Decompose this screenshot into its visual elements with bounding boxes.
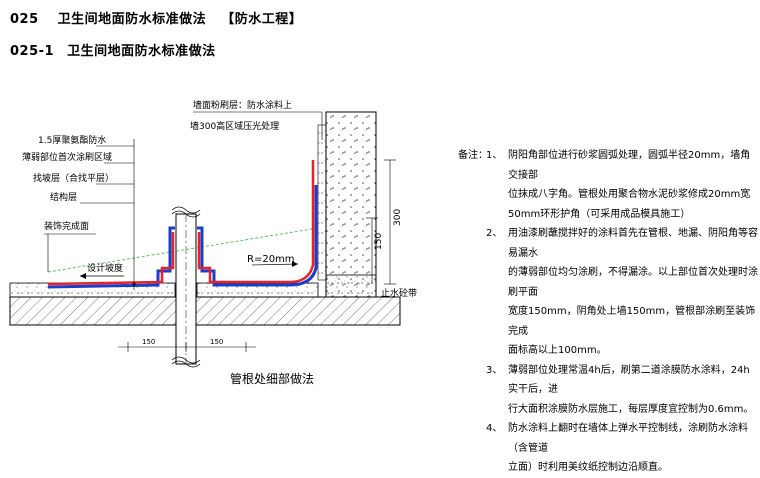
note-item: 2、用油漆刷蘸搅拌好的涂料首先在管根、地漏、阴阳角等容易漏水的薄弱部位均匀涂刷，… (458, 224, 758, 361)
notes-lead: 备注： (458, 150, 488, 161)
note-line: 面标高以上100mm。 (508, 345, 607, 356)
design-slope-label: 设计坡度 (87, 262, 123, 274)
note-number: 4、 (486, 423, 503, 434)
finish-slope-line (47, 227, 319, 273)
dim-150-b-label: 150 (210, 338, 223, 346)
wall (325, 111, 377, 298)
section-title-text: 卫生间地面防水标准做法 (67, 44, 216, 59)
note-number: 1、 (486, 150, 503, 161)
waterproof-membrane (47, 232, 175, 286)
note-line: 的薄弱部位均匀涂刷，不得漏涂。以上部位首次处理时涂刷平面 (508, 267, 758, 298)
note-line: 防水涂料上翻时在墙体上弹水平控制线，涂刷防水涂料（含管道 (508, 423, 748, 454)
page-title-text: 卫生间地面防水标准做法 (57, 12, 207, 27)
note-number: 2、 (486, 228, 503, 239)
diagram-caption: 管根处细部做法 (230, 371, 314, 386)
dim-150-a-label: 150 (142, 338, 155, 346)
structure-label: 结构层 (50, 191, 77, 203)
dim-300-label: 300 (393, 209, 403, 226)
notes-block: 备注：1、阴阳角部位进行砂浆圆弧处理，圆弧半径20mm，墙角交接部位抹成八字角。… (458, 146, 758, 478)
structure-slab (9, 296, 401, 326)
note-line: 行大面积涂膜防水层施工，每层厚度宜控制为0.6mm。 (508, 403, 754, 415)
section-code: 025-1 (10, 44, 55, 59)
wall-plaster (317, 124, 327, 281)
section-title: 025-1 卫生间地面防水标准做法 (10, 40, 216, 59)
note-item: 3、薄弱部位处理常温4h后，刷第二道涂膜防水涂料，24h实干后，进行大面积涂膜防… (458, 361, 758, 420)
note-line: 宽度150mm，阴角处上墙150mm，管根部涂刷至装饰完成 (508, 306, 756, 337)
leveling-label: 找坡层（合找平层） (33, 172, 114, 184)
page-title-tag: 【防水工程】 (221, 12, 303, 27)
dim-150-vertical-label: 150 (374, 233, 384, 250)
note-item: 4、防水涂料上翻时在墙体上弹水平控制线，涂刷防水涂料（含管道立面）时利用美纹纸控… (458, 419, 758, 478)
page-title-code: 025 (10, 12, 39, 27)
note-item: 备注：1、阴阳角部位进行砂浆圆弧处理，圆弧半径20mm，墙角交接部位抹成八字角。… (458, 146, 758, 224)
page-title: 025 卫生间地面防水标准做法 【防水工程】 (10, 8, 302, 27)
note-line: 50mm环形护角（可采用成品模具施工） (508, 208, 691, 220)
note-line: 阴阳角部位进行砂浆圆弧处理，圆弧半径20mm，墙角交接部 (508, 150, 751, 181)
wall-coat-label-2: 墙300高区域压光处理 (190, 120, 279, 132)
note-line: 位抹成八字角。管根处用聚合物水泥砂浆修成20mm宽 (508, 189, 751, 200)
polymer-membrane-label: 1.5厚聚氨酯防水 (38, 134, 106, 146)
wall-coat-label-1: 墙面粉刷层：防水涂料上 (193, 99, 292, 111)
note-line: 用油漆刷蘸搅拌好的涂料首先在管根、地漏、阴阳角等容易漏水 (508, 228, 758, 259)
weak-area-label: 薄弱部位首次涂刷区域 (22, 151, 112, 163)
note-line: 立面）时利用美纹纸控制边沿顺直。 (508, 462, 668, 473)
note-number: 3、 (486, 364, 503, 376)
water-stop-label: 止水砼带 (381, 287, 417, 299)
pipe-root-detail-drawing: R=20mm 设计坡度 装饰完成面 1.5厚聚氨酯防水 薄弱部位首次涂刷区域 找… (9, 99, 417, 386)
note-line: 薄弱部位处理常温4h后，刷第二道涂膜防水涂料，24h实干后，进 (508, 364, 750, 396)
water-stop-band (325, 274, 377, 298)
radius-label: R=20mm (247, 254, 295, 265)
finish-surface-label: 装饰完成面 (44, 220, 89, 232)
weak-area-coat (47, 226, 175, 289)
